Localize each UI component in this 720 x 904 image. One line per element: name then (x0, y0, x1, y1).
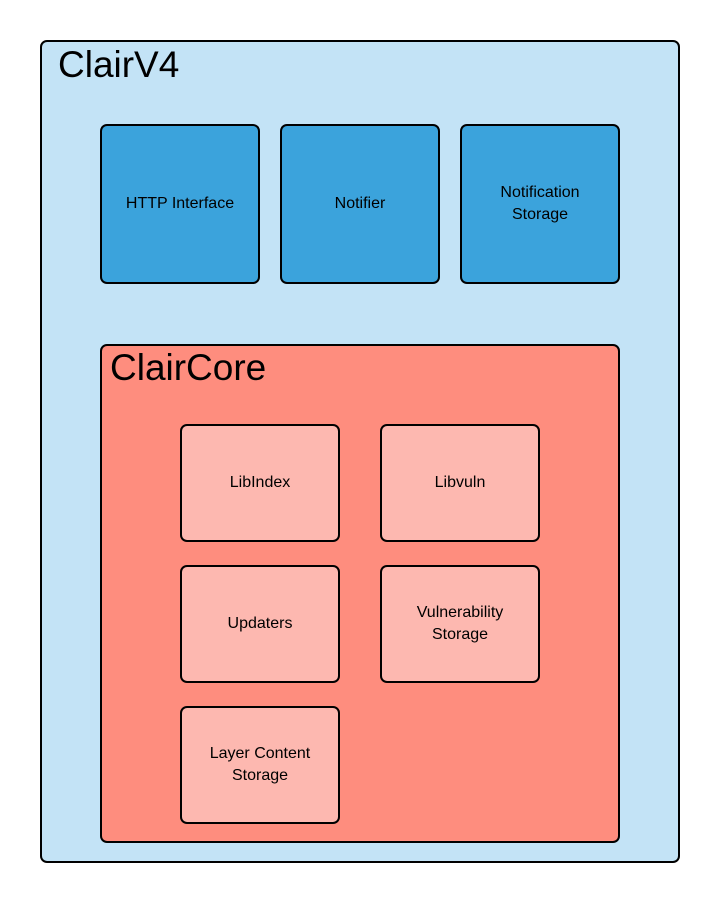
claircore-title: ClairCore (110, 347, 267, 388)
updaters-label: Updaters (227, 615, 293, 632)
updaters-box: Updaters (180, 565, 340, 683)
vulnerability-storage-box: Vulnerability Storage (380, 565, 540, 683)
notifier-box: Notifier (280, 124, 440, 284)
http-interface-box: HTTP Interface (100, 124, 260, 284)
claircore-container (100, 344, 620, 843)
notifier-label: Notifier (334, 195, 386, 212)
layer-content-storage-box: Layer Content Storage (180, 706, 340, 824)
clairv4-title: ClairV4 (58, 44, 180, 85)
libvuln-label: Libvuln (434, 474, 486, 491)
layer-content-storage-label: Layer Content Storage (209, 745, 311, 784)
libindex-label: LibIndex (229, 474, 291, 491)
http-interface-label: HTTP Interface (125, 195, 235, 212)
notification-storage-label: Notification Storage (500, 184, 580, 223)
notification-storage-box: Notification Storage (460, 124, 620, 284)
libvuln-box: Libvuln (380, 424, 540, 542)
vulnerability-storage-label: Vulnerability Storage (416, 604, 504, 643)
libindex-box: LibIndex (180, 424, 340, 542)
